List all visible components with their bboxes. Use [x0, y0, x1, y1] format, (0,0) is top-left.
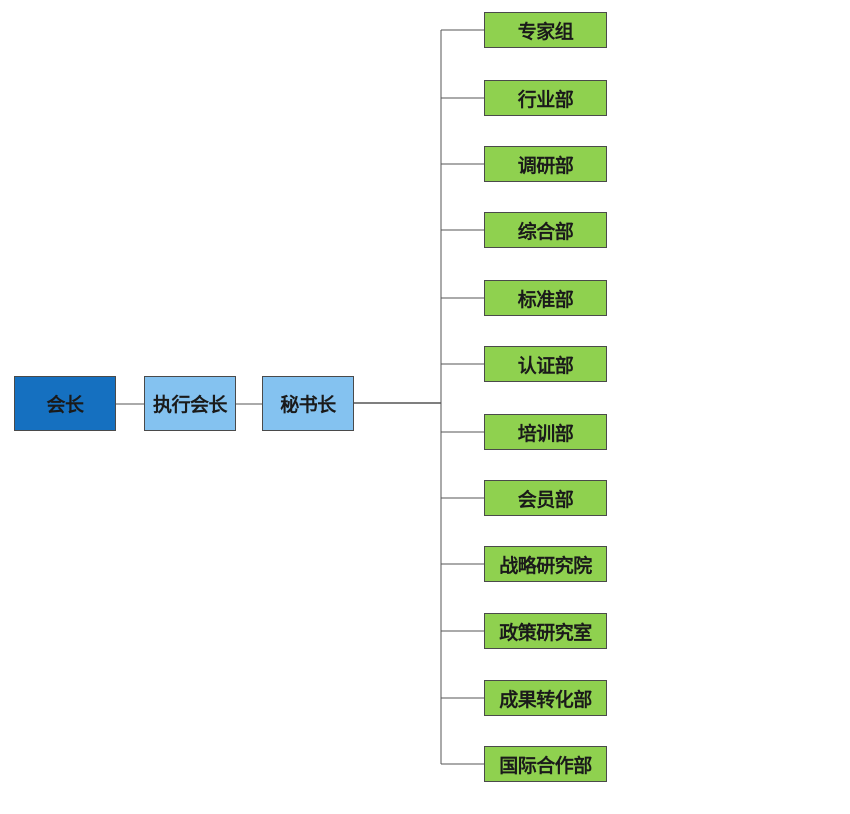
- dept-node-general-affairs: 综合部: [484, 212, 607, 248]
- secretary-general-node: 秘书长: [262, 376, 354, 431]
- dept-node-strategy-institute: 战略研究院: [484, 546, 607, 582]
- dept-node-certification: 认证部: [484, 346, 607, 382]
- dept-node-research: 调研部: [484, 146, 607, 182]
- president-node: 会长: [14, 376, 116, 431]
- dept-node-expert-group: 专家组: [484, 12, 607, 48]
- dept-node-training: 培训部: [484, 414, 607, 450]
- dept-node-standards: 标准部: [484, 280, 607, 316]
- dept-node-tech-transfer: 成果转化部: [484, 680, 607, 716]
- executive-president-node: 执行会长: [144, 376, 236, 431]
- dept-node-policy-office: 政策研究室: [484, 613, 607, 649]
- dept-node-industry: 行业部: [484, 80, 607, 116]
- branch-lines: [441, 29, 484, 765]
- dept-node-international: 国际合作部: [484, 746, 607, 782]
- dept-node-membership: 会员部: [484, 480, 607, 516]
